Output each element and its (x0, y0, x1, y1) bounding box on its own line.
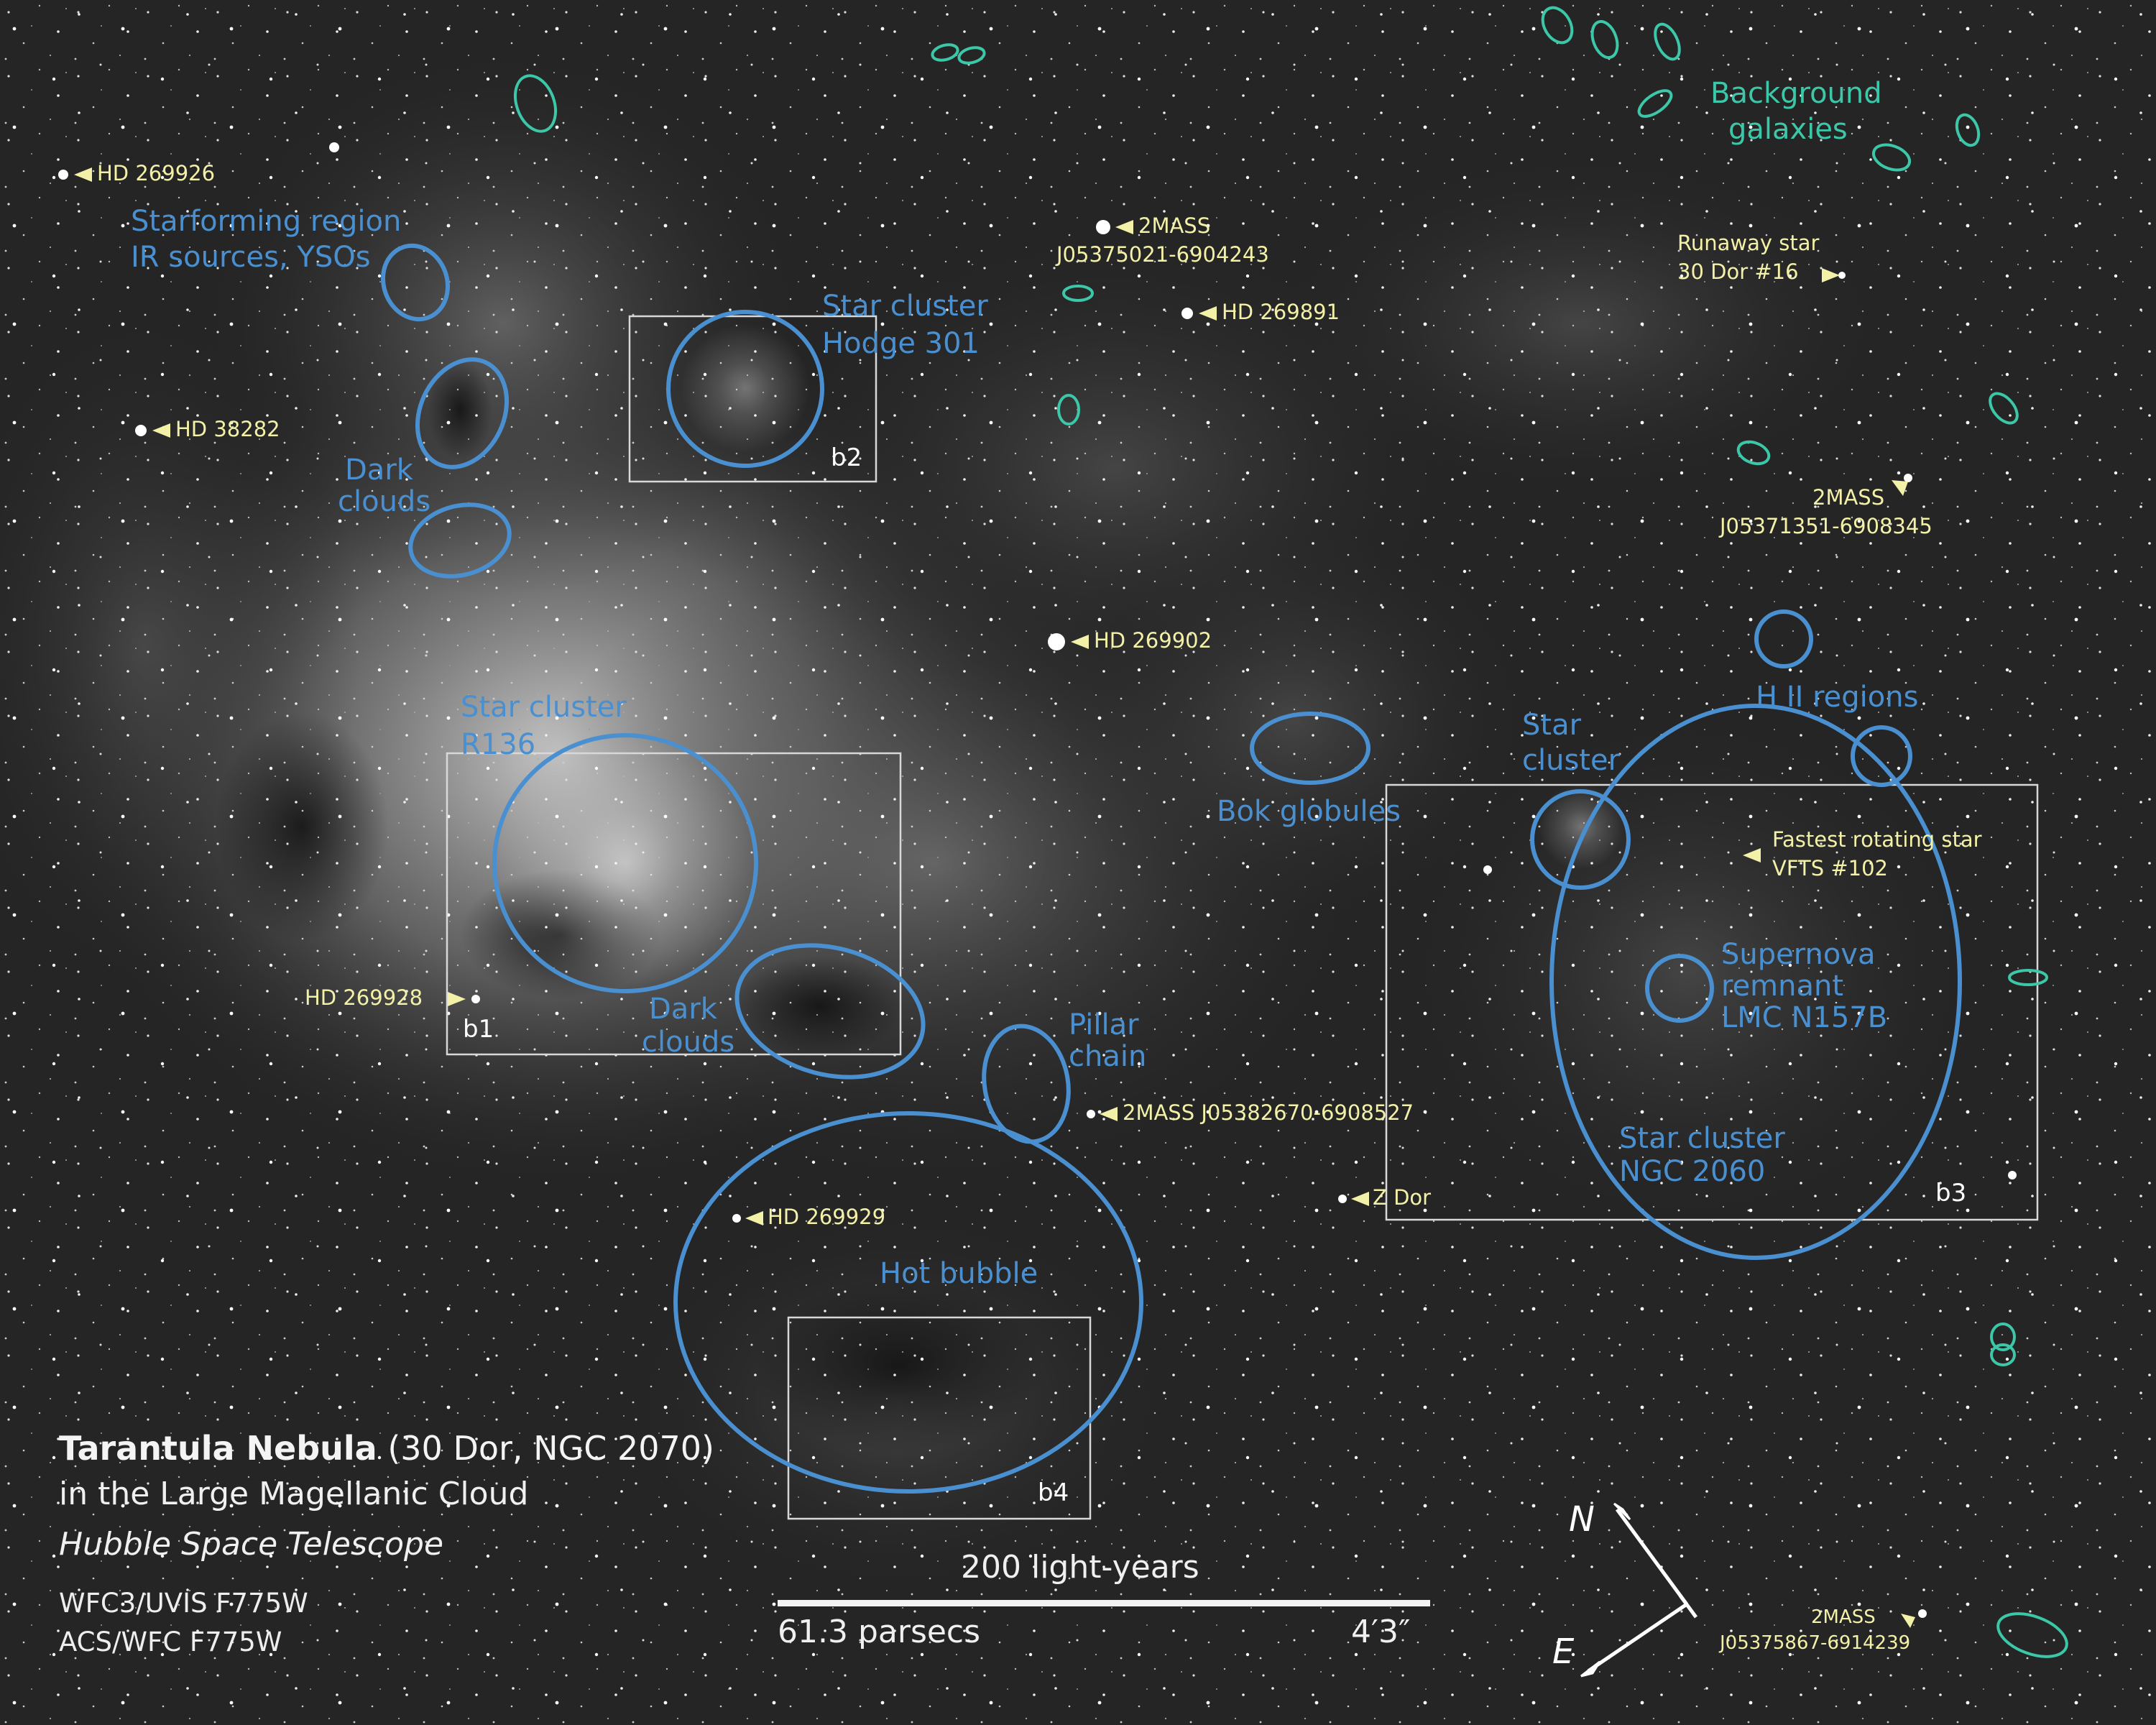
region-label-star-cluster-l2: cluster (1522, 744, 1621, 777)
star-label-2mass-j05375867-l1: 2MASS (1811, 1606, 1876, 1628)
star-label-2mass-j05371351-l2: J05371351-6908345 (1720, 514, 1932, 538)
scale-bar-parsecs-label: 61.3 parsecs (778, 1614, 981, 1650)
caption-line2: in the Large Magellanic Cloud (59, 1476, 529, 1512)
star-label-runaway-l2: 30 Dor #16 (1677, 259, 1799, 284)
star-label-2mass-j05375021-l1: 2MASS (1138, 213, 1211, 238)
region-label-dark-clouds-lower-l2: clouds (642, 1026, 735, 1059)
region-label-r136-l1: Star cluster (461, 691, 627, 724)
region-label-hot-bubble: Hot bubble (880, 1257, 1038, 1290)
region-label-hodge301-l1: Star cluster (822, 290, 988, 323)
star-label-vfts102-l1: Fastest rotating star (1772, 827, 1982, 852)
compass-north-label: N (1569, 1499, 1595, 1540)
star-label-runaway-l1: Runaway star (1677, 231, 1820, 255)
star-label-zdor: Z Dor (1373, 1185, 1432, 1210)
caption-title-bold: Tarantula Nebula (59, 1429, 377, 1468)
star-label-hd269929: HD 269929 (768, 1205, 886, 1229)
region-label-star-cluster-l1: Star (1522, 709, 1582, 742)
star-label-hd269891: HD 269891 (1222, 300, 1340, 324)
region-label-ngc2060-l1: Star cluster (1619, 1122, 1785, 1155)
star-label-hd269926: HD 269926 (97, 161, 216, 185)
caption-instrument2: ACS/WFC F775W (59, 1627, 282, 1657)
region-label-bok-globules: Bok globules (1217, 795, 1401, 828)
region-label-pillar-l2: chain (1069, 1040, 1147, 1073)
region-label-dark-clouds-upper-l1: Dark (345, 454, 413, 487)
star-label-hd38282: HD 38282 (175, 417, 280, 441)
galaxies-label-l1: Background (1710, 77, 1882, 110)
region-label-snr-l3: LMC N157B (1721, 1001, 1888, 1034)
star-label-2mass-j05371351-l1: 2MASS (1812, 485, 1885, 510)
caption-instrument1: WFC3/UVIS F775W (59, 1588, 308, 1619)
region-label-hii: H II regions (1756, 681, 1919, 714)
star-label-hd269928: HD 269928 (305, 985, 423, 1010)
compass-east-label: E (1552, 1632, 1575, 1672)
region-label-starforming-l2: IR sources, YSOs (131, 241, 371, 274)
galaxies-label-l2: galaxies (1728, 113, 1848, 146)
region-label-starforming-l1: Starforming region (131, 205, 402, 238)
scale-bar-line (778, 1600, 1430, 1606)
star-label-2mass-j05375021-l2: J05375021-6904243 (1056, 242, 1269, 267)
region-label-r136-l2: R136 (461, 728, 536, 761)
region-label-pillar-l1: Pillar (1069, 1008, 1139, 1041)
region-label-hodge301-l2: Hodge 301 (822, 327, 980, 360)
caption-line3: Hubble Space Telescope (59, 1526, 444, 1563)
region-label-dark-clouds-upper-l2: clouds (338, 485, 431, 518)
box-label-b3: b3 (1935, 1179, 1967, 1208)
star-label-vfts102-l2: VFTS #102 (1772, 856, 1889, 880)
star-label-hd269902: HD 269902 (1094, 628, 1212, 653)
region-label-dark-clouds-lower-l1: Dark (649, 993, 717, 1026)
star-label-2mass-j05375867-l2: J05375867-6914239 (1720, 1632, 1911, 1654)
caption-title: Tarantula Nebula (30 Dor, NGC 2070) (59, 1430, 714, 1468)
box-label-b4: b4 (1038, 1478, 1069, 1507)
region-label-snr-l2: remnant (1721, 970, 1844, 1003)
region-label-snr-l1: Supernova (1721, 938, 1876, 971)
region-label-ngc2060-l2: NGC 2060 (1619, 1155, 1766, 1188)
scale-bar-arcmin-label: 4′3″ (1351, 1614, 1411, 1650)
caption-title-rest: (30 Dor, NGC 2070) (377, 1429, 714, 1468)
star-label-2mass-j05382670: 2MASS J05382670-6908527 (1123, 1100, 1414, 1125)
box-label-b2: b2 (831, 443, 862, 472)
box-label-b1: b1 (463, 1015, 494, 1044)
scale-bar-top-label: 200 light-years (961, 1549, 1199, 1586)
